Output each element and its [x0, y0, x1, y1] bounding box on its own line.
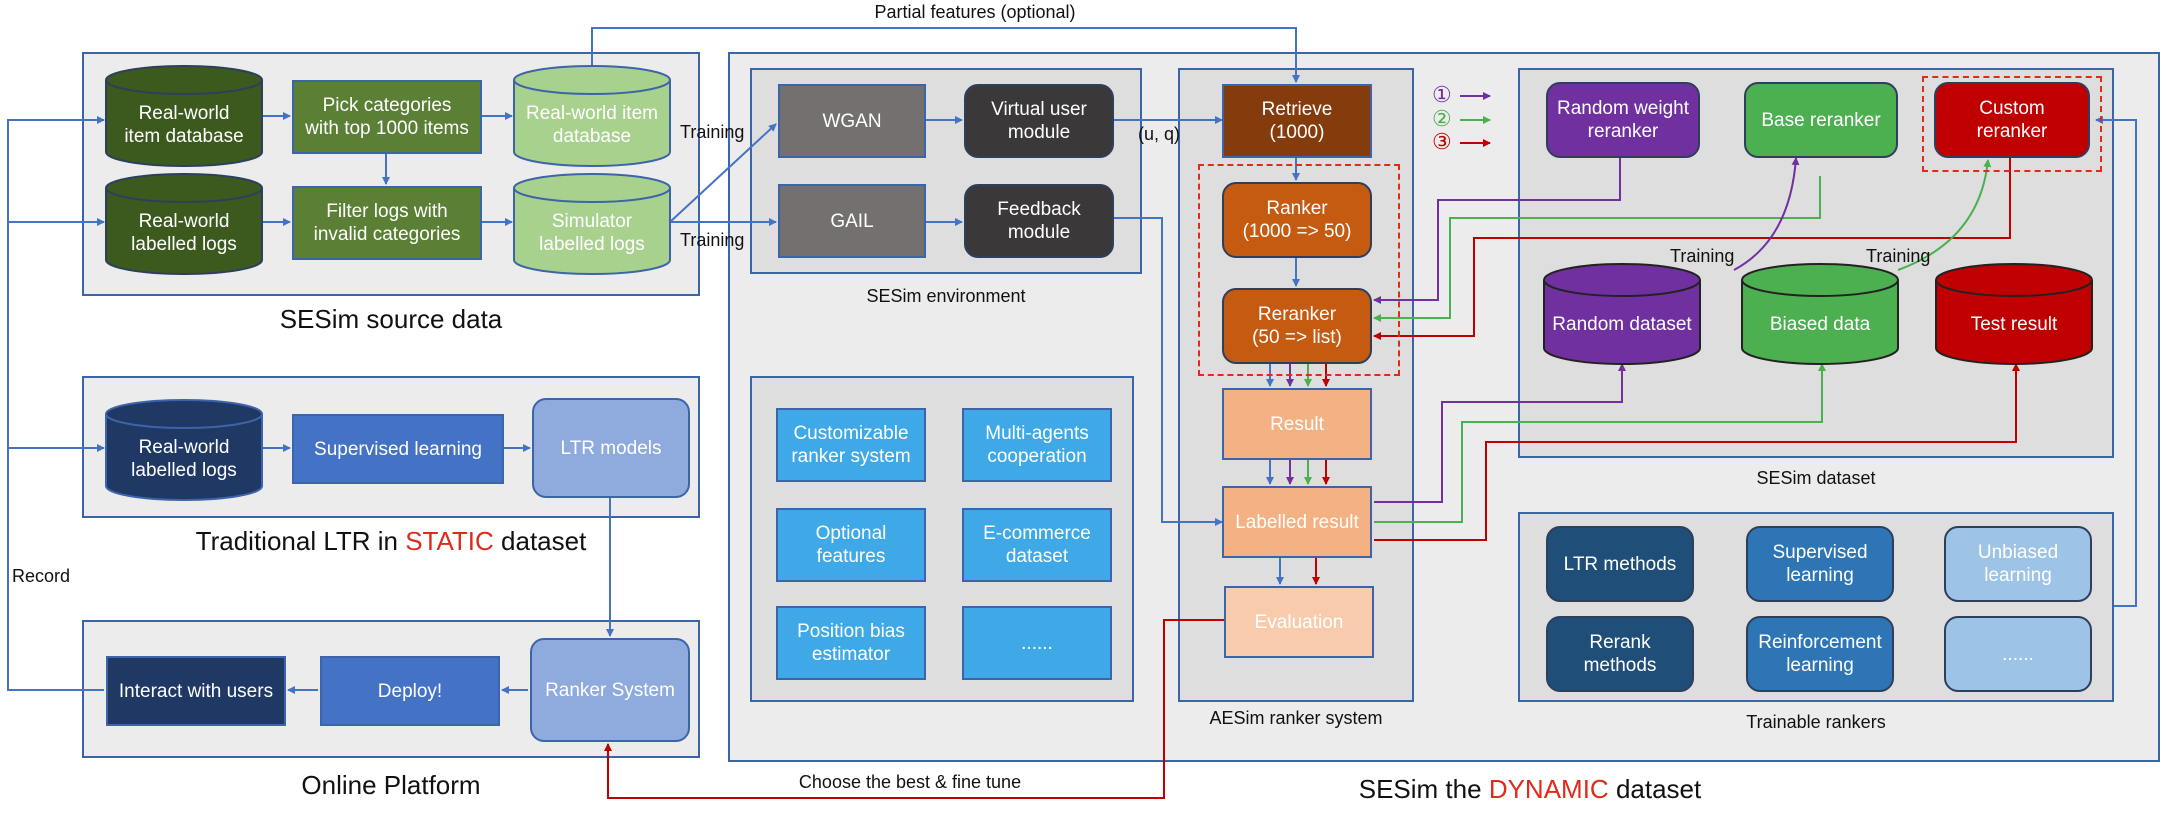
realworld-item-db-out-label: Real-world item database [526, 103, 658, 147]
simulator-logs-cylinder: Simulator labelled logs [513, 173, 671, 275]
test-result-label: Test result [1970, 313, 2058, 335]
dynamic-title-post: dataset [1608, 774, 1702, 804]
partial-features-label: Partial features (optional) [874, 2, 1076, 22]
feedback-box: Feedback module [964, 184, 1114, 258]
trainable-ltr-methods: LTR methods [1546, 526, 1694, 602]
choose-best-label: Choose the best & fine tune [798, 772, 1022, 792]
dynamic-title: SESim the DYNAMIC dataset [1250, 774, 1810, 805]
training-label-lower: Training [680, 230, 745, 250]
realworld-item-db-cylinder: Real-world item database [105, 65, 263, 167]
supervised-learning-box: Supervised learning [292, 414, 504, 484]
trainable-unbiased: Unbiased learning [1944, 526, 2092, 602]
feature-multi-agents: Multi-agents cooperation [962, 408, 1112, 482]
training-label-upper: Training [680, 122, 745, 142]
test-result-cylinder: Test result [1935, 263, 2093, 365]
biased-data-label: Biased data [1769, 313, 1871, 335]
random-dataset-cylinder: Random dataset [1543, 263, 1701, 365]
deploy-box: Deploy! [320, 656, 500, 726]
realworld-item-db-out-cylinder: Real-world item database [513, 65, 671, 167]
ltr-title-post: dataset [493, 526, 587, 556]
aesim-title: AESim ranker system [1209, 708, 1383, 728]
labelled-result-box: Labelled result [1222, 486, 1372, 558]
training-label-b: Training [1866, 246, 1931, 266]
biased-data-cylinder: Biased data [1741, 263, 1899, 365]
legend-3: ③ [1432, 129, 1452, 154]
filter-logs-box: Filter logs with invalid categories [292, 186, 482, 260]
ltr-models-box: LTR models [532, 398, 690, 498]
wgan-box: WGAN [778, 84, 926, 158]
trainable-more: ...... [1944, 616, 2092, 692]
trainable-rerank-methods: Rerank methods [1546, 616, 1694, 692]
feature-more: ...... [962, 606, 1112, 680]
ltr-logs-cylinder: Real-world labelled logs [105, 399, 263, 501]
sesim-dataset-title: SESim dataset [1756, 468, 1876, 488]
reranker-box: Reranker (50 => list) [1222, 288, 1372, 364]
legend-2: ② [1432, 106, 1452, 131]
result-box: Result [1222, 388, 1372, 460]
ranker-dashed-group [1198, 164, 1400, 376]
feature-position-bias: Position bias estimator [776, 606, 926, 680]
custom-reranker-box: Custom reranker [1934, 82, 2090, 158]
evaluation-box: Evaluation [1224, 586, 1374, 658]
pick-categories-box: Pick categories with top 1000 items [292, 80, 482, 154]
gail-box: GAIL [778, 184, 926, 258]
uq-label: (u, q) [1138, 124, 1181, 144]
feature-optional: Optional features [776, 508, 926, 582]
trainable-title: Trainable rankers [1746, 712, 1886, 732]
realworld-item-db-label: Real-world item database [124, 103, 244, 147]
virtual-user-box: Virtual user module [964, 84, 1114, 158]
trainable-supervised: Supervised learning [1746, 526, 1894, 602]
base-reranker-box: Base reranker [1744, 82, 1898, 158]
random-dataset-label: Random dataset [1552, 313, 1692, 335]
ltr-logs-label: Real-world labelled logs [131, 437, 237, 481]
ranker-system-box: Ranker System [530, 638, 690, 742]
ltr-title-static: STATIC [405, 526, 494, 556]
realworld-logs-label: Real-world labelled logs [131, 211, 237, 255]
random-weight-reranker-box: Random weight reranker [1546, 82, 1700, 158]
online-title: Online Platform [301, 770, 481, 800]
source-data-title: SESim source data [279, 304, 503, 334]
ltr-title-pre: Traditional LTR in [195, 526, 406, 556]
legend-1: ① [1432, 82, 1452, 107]
retrieve-box: Retrieve (1000) [1222, 84, 1372, 158]
ltr-title: Traditional LTR in STATIC dataset [82, 526, 700, 557]
ranker-box: Ranker (1000 => 50) [1222, 182, 1372, 258]
feature-ecommerce: E-commerce dataset [962, 508, 1112, 582]
dynamic-title-pre: SESim the [1358, 774, 1489, 804]
simulator-logs-label: Simulator labelled logs [539, 211, 645, 255]
trainable-reinforcement: Reinforcement learning [1746, 616, 1894, 692]
training-label-a: Training [1670, 246, 1735, 266]
interact-users-box: Interact with users [106, 656, 286, 726]
custom-reranker-dashed [1922, 76, 2102, 172]
dynamic-title-red: DYNAMIC [1488, 774, 1609, 804]
feature-customizable: Customizable ranker system [776, 408, 926, 482]
env-title: SESim environment [866, 286, 1026, 306]
realworld-logs-cylinder: Real-world labelled logs [105, 173, 263, 275]
record-label: Record [12, 566, 71, 586]
